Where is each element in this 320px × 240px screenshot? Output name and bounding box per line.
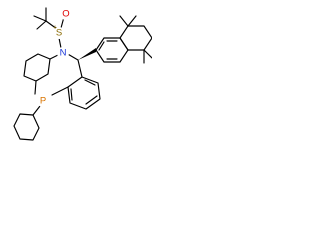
aryl-ring — [51, 76, 101, 110]
cyclohexyl-ring-lower — [13, 105, 41, 141]
tert-butyl-group — [33, 7, 58, 30]
skeletal-formula: S + O N P — [13, 7, 152, 141]
cyclohexyl-ring-upper — [23, 53, 51, 95]
atom-labels: S + O N P — [37, 8, 72, 107]
phosphorus-label: P — [40, 96, 46, 107]
oxygen-label: O — [62, 9, 69, 20]
nitrogen-label: N — [60, 48, 67, 59]
sulfur-stereo-mark: + — [53, 25, 57, 32]
stereocenter-bonds — [77, 48, 96, 78]
wedge-bond — [78, 48, 96, 60]
structure-canvas: S + O N P — [0, 0, 152, 152]
tetramethyltetralin-group — [95, 15, 152, 64]
sulfur-label: S — [56, 28, 62, 39]
